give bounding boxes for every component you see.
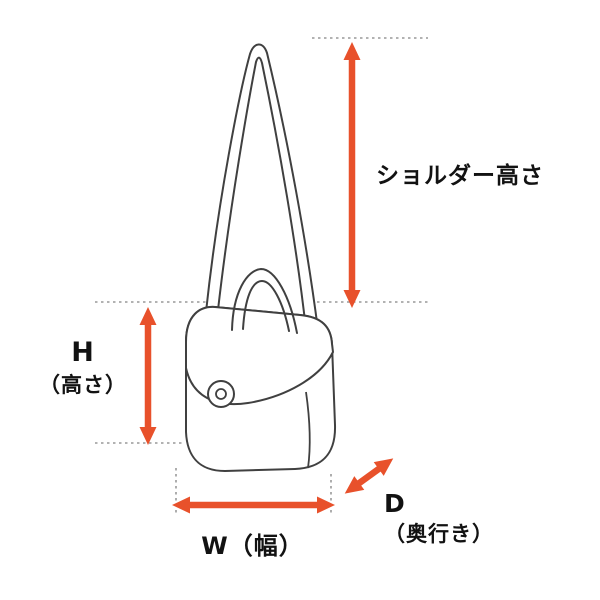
dotted-guide-lines [95,37,428,516]
bag-height-arrow [139,307,157,445]
bag-depth-sub: （奥行き） [384,522,494,547]
bag-depth-label: D （奥行き） [384,488,494,548]
bag-handle [231,267,298,334]
bag-side-gusset-line [305,391,311,469]
bag-depth-arrow [344,458,394,494]
bag-height-sub: （高さ） [39,372,127,397]
bag-height-letter: H [71,337,95,368]
bag-height-label: H （高さ） [18,336,148,398]
bag-clasp [207,380,235,408]
bag-depth-letter: D [384,489,406,518]
shoulder-height-arrow [343,42,361,308]
shoulder-strap [205,43,319,331]
bag-width-label: W（幅） [201,532,304,560]
shoulder-height-label: ショルダー高さ [376,163,544,189]
bag-width-arrow [172,496,335,514]
measurement-arrows [139,42,394,514]
